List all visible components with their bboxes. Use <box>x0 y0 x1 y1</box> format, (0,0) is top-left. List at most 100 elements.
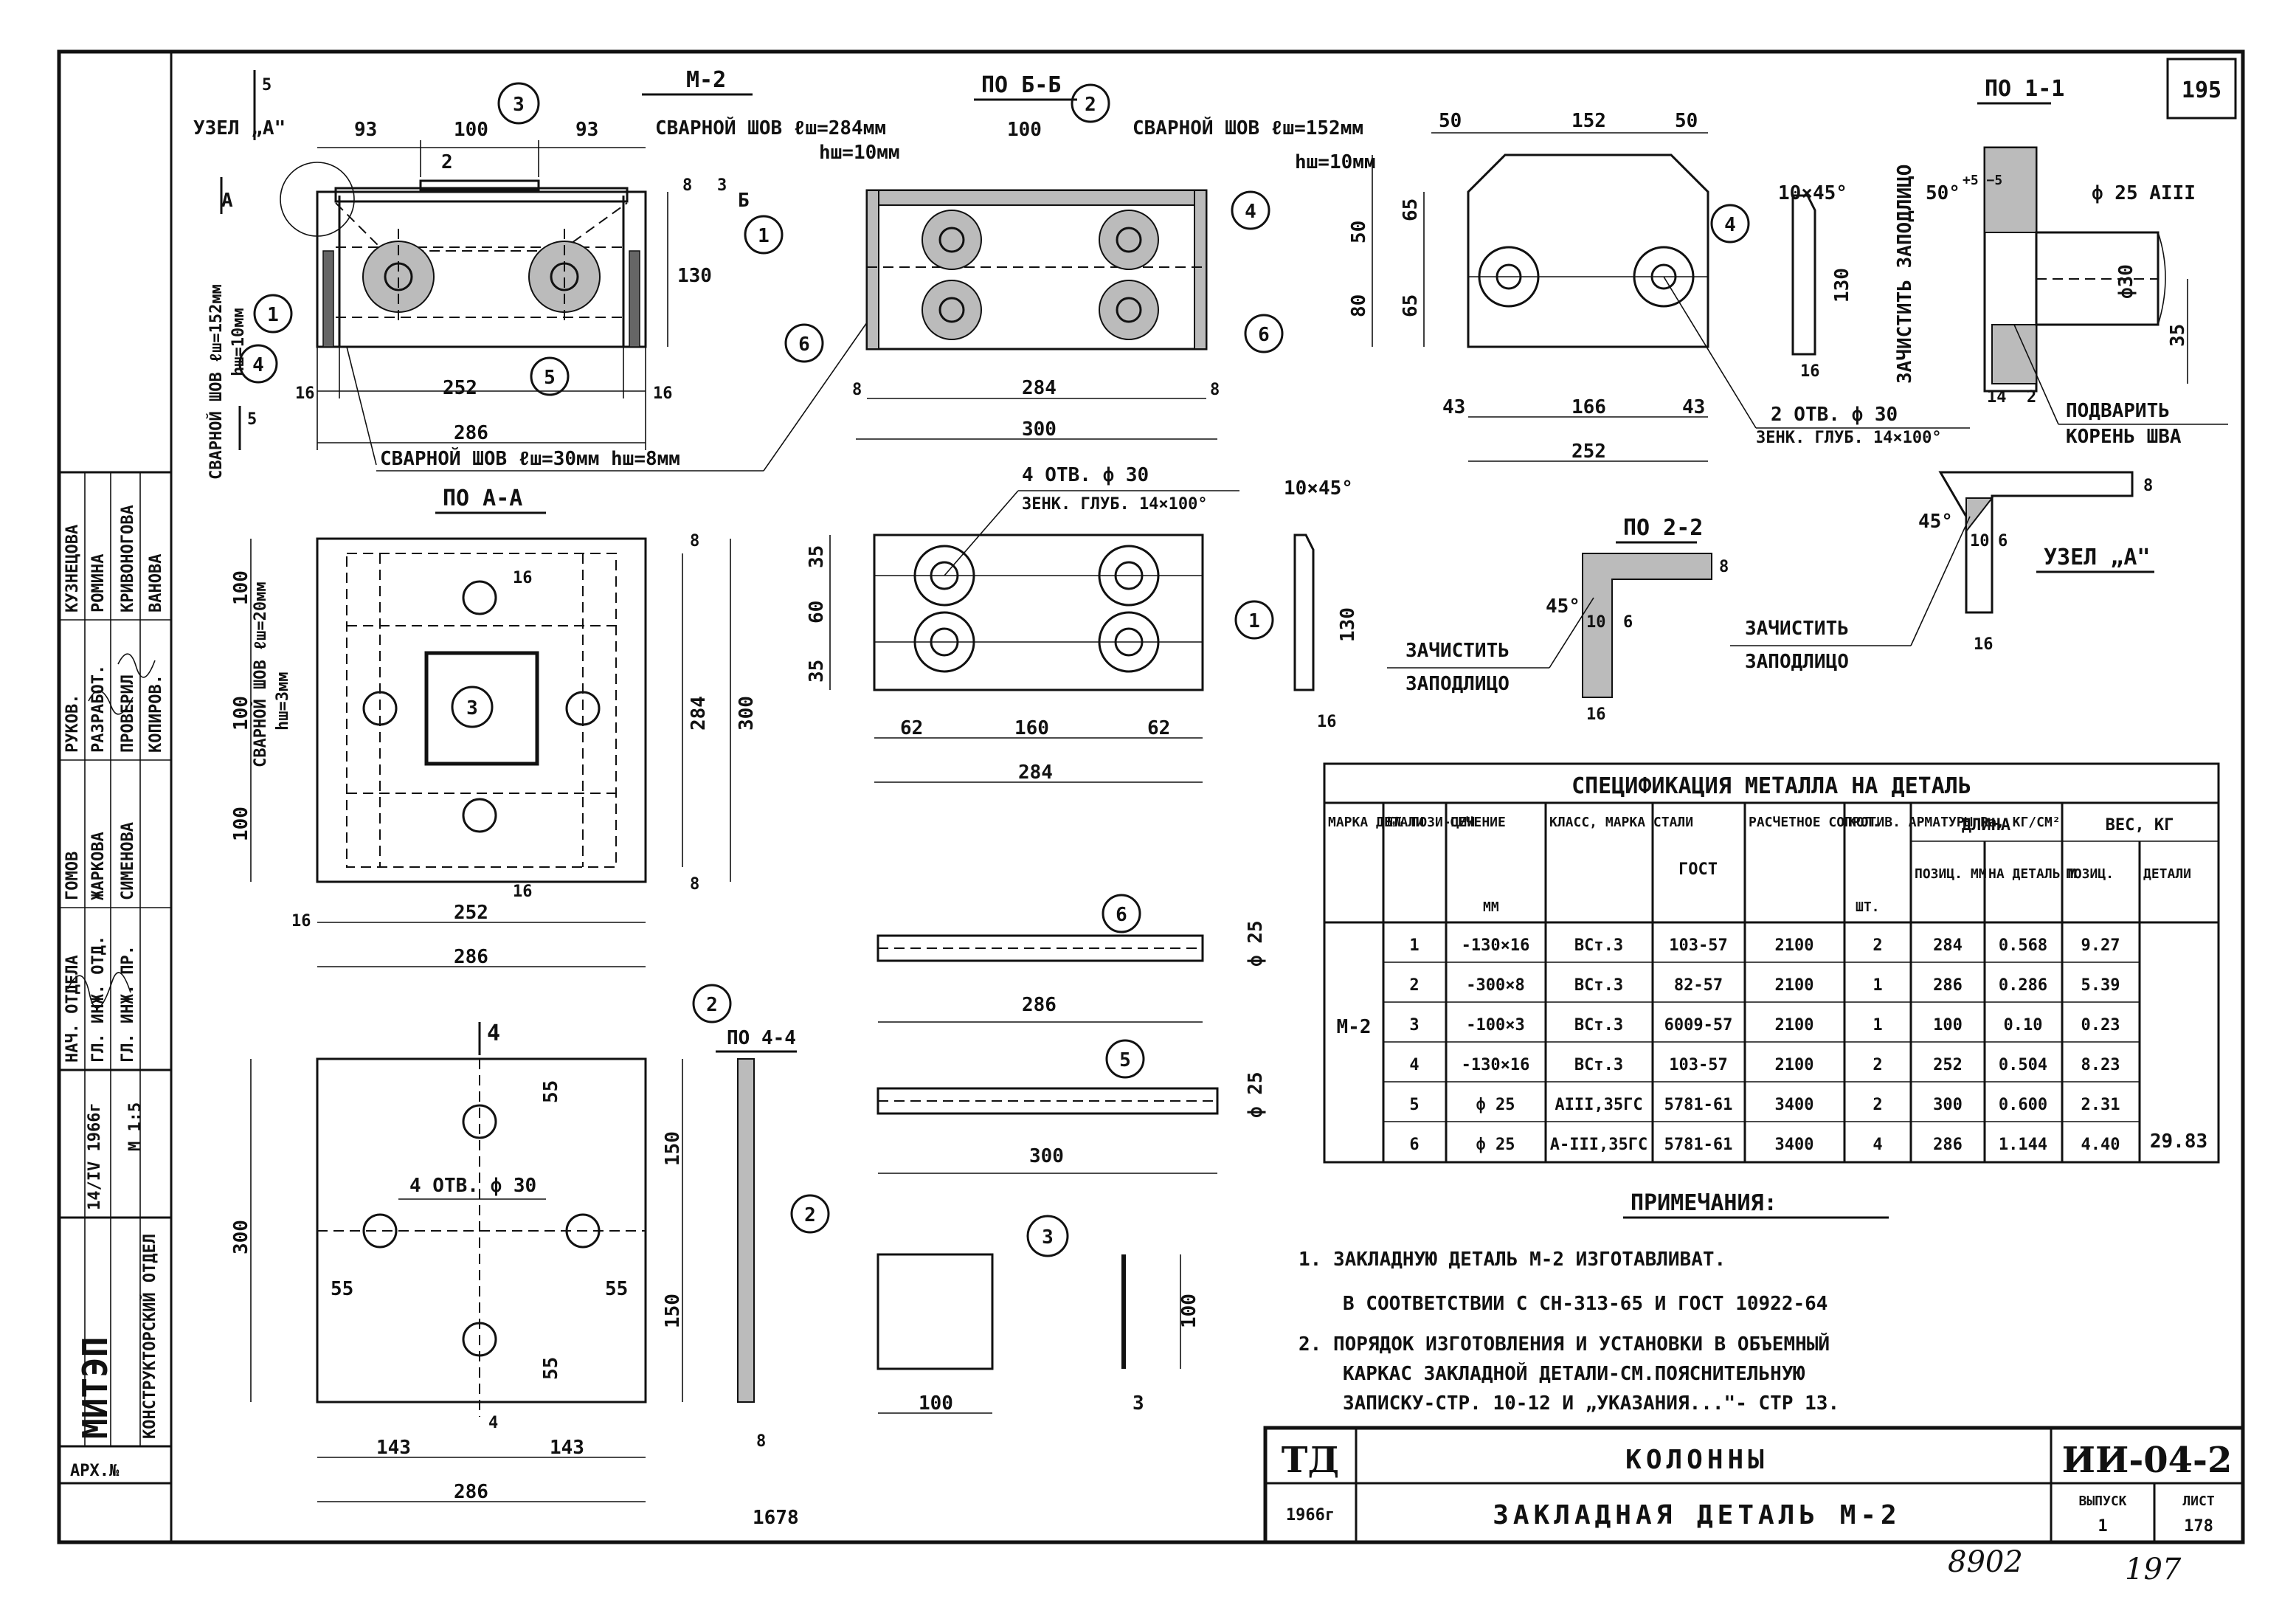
view-b6-title: ПО Б-Б <box>981 72 1061 98</box>
callout-6b: 6 <box>1258 324 1270 346</box>
weld-b6-h: hш=10мм <box>1295 151 1376 173</box>
spec-cell-len: 286 <box>1933 1136 1963 1154</box>
spec-cell-qty: 2 <box>1873 936 1882 955</box>
spec-cell-len: 284 <box>1933 936 1963 955</box>
dim-m2-93b: 93 <box>575 119 598 141</box>
dim-p2-55-top: 55 <box>540 1080 562 1103</box>
node-angle: 45° <box>1918 511 1953 533</box>
dim-aa-300: 300 <box>736 696 758 731</box>
dim-p4-252: 252 <box>1571 441 1606 463</box>
spec-cell-len_det: 0.286 <box>1999 976 2047 995</box>
spec-cell-w: 8.23 <box>2081 1056 2120 1074</box>
p4-countersink: ЗЕНК. ГЛУБ. 14×100° <box>1756 429 1942 447</box>
spec-cell-pos: 2 <box>1409 976 1419 995</box>
spec-cell-len_det: 0.10 <box>2004 1016 2043 1035</box>
dim-p4-far-50: 50 <box>1348 221 1370 244</box>
s22-note-1: ЗАЧИСТИТЬ <box>1405 640 1510 662</box>
spec-cell-section: -300×8 <box>1466 976 1524 995</box>
s11-hole: ф30 <box>2115 264 2137 299</box>
spec-cell-section: ф 25 <box>1476 1096 1515 1114</box>
s11-weld-note-1: ПОДВАРИТЬ <box>2066 400 2170 422</box>
dim-b6-300: 300 <box>1022 418 1057 441</box>
spec-cell-resist: 2100 <box>1775 936 1814 955</box>
node-note-1: ЗАЧИСТИТЬ <box>1745 618 1849 640</box>
view-p4: 50 152 50 50 80 65 65 43 166 43 252 2 ОТ… <box>1348 110 1970 463</box>
callout-2b: 2 <box>706 994 718 1016</box>
spec-h-gost: ГОСТ <box>1678 860 1718 879</box>
stamp-name-2: ЖАРКОВА <box>89 832 108 900</box>
spec-cell-len: 252 <box>1933 1056 1963 1074</box>
p4-chamfer: 10×45° <box>1778 182 1847 204</box>
dim-p2-143b: 143 <box>550 1437 584 1459</box>
s22-angle: 45° <box>1546 595 1580 618</box>
dim-p3-3: 3 <box>1133 1392 1144 1415</box>
dim-p2-55-bot: 55 <box>540 1357 562 1380</box>
p1-chamfer: 10×45° <box>1284 477 1353 500</box>
p4-holes: 2 ОТВ. ф 30 <box>1771 404 1898 426</box>
spec-cell-pos: 5 <box>1409 1096 1419 1114</box>
view-s11: ПО 1-1 50° +5 −5 ф 25 АIII ф30 35 14 2 З… <box>1894 76 2228 448</box>
title-block: ТД 1966г КОЛОННЫ ЗАКЛАДНАЯ ДЕТАЛЬ М-2 ИИ… <box>1263 1426 2245 1544</box>
dim-p4-166: 166 <box>1571 396 1606 418</box>
spec-h-qty: КОЛ. <box>1848 815 1880 830</box>
dim-p3-100b: 100 <box>1178 1294 1200 1328</box>
dim-s11-14: 14 <box>1987 388 2007 407</box>
dim-p2-4: 4 <box>488 1414 498 1432</box>
spec-cell-w: 4.40 <box>2081 1136 2120 1154</box>
stamp-scale: М 1:5 <box>126 1102 145 1151</box>
side-stamp: НАЧ. ОТДЕЛА ГЛ. ИНЖ. ОТД. ГЛ. ИНЖ. ПР. Г… <box>59 471 171 1485</box>
stamp-dept: КОНСТРУКТОРСКИЙ ОТДЕЛ <box>140 1234 159 1439</box>
stamp-role-1: НАЧ. ОТДЕЛА <box>63 955 82 1063</box>
section-5-mark: 5 <box>262 76 272 94</box>
node-note-2: ЗАПОДЛИЦО <box>1745 651 1849 673</box>
dim-p4-far-80: 80 <box>1348 294 1370 317</box>
spec-cell-steel: ВСт.3 <box>1574 936 1623 955</box>
s22-note-2: ЗАПОДЛИЦО <box>1405 673 1510 695</box>
dim-b6-284: 284 <box>1022 377 1057 399</box>
spec-cell-len_det: 1.144 <box>1999 1136 2047 1154</box>
dim-p1-16: 16 <box>1317 713 1337 731</box>
dim-p2-143a: 143 <box>376 1437 411 1459</box>
title-category: КОЛОННЫ <box>1625 1445 1768 1475</box>
spec-total: 29.83 <box>2150 1130 2207 1153</box>
dim-m2-2: 2 <box>441 151 453 173</box>
view-p1: 4 ОТВ. ф 30 ЗЕНК. ГЛУБ. 14×100° 35 60 35… <box>806 464 1359 784</box>
spec-cell-steel: ВСт.3 <box>1574 1056 1623 1074</box>
dim-p4-130: 130 <box>1831 268 1853 303</box>
weld-top-h: hш=10мм <box>819 142 900 164</box>
weld-bottom-note: СВАРНОЙ ШОВ ℓш=30мм hш=8мм <box>380 446 680 470</box>
handwritten-number-a: 8902 <box>1948 1545 2023 1579</box>
spec-h-w-det: ДЕТАЛИ <box>2143 866 2191 882</box>
spec-h-resist: РАСЧЕТНОЕ СОПРОТИВ. АРМАТУРЫ Rа, КГ/СМ² <box>1749 815 2061 830</box>
dim-p4-50a: 50 <box>1439 110 1462 132</box>
weld-aa-note: СВАРНОЙ ШОВ ℓш=20мм <box>251 581 270 767</box>
stamp-arch: АРХ.№ <box>70 1462 120 1480</box>
dim-p1-60: 60 <box>806 601 828 624</box>
stamp-role-3: ГЛ. ИНЖ. ПР. <box>119 945 137 1063</box>
dim-b6-8b: 8 <box>1210 381 1220 399</box>
callout-5b: 5 <box>1119 1049 1131 1071</box>
spec-cell-qty: 2 <box>1873 1096 1882 1114</box>
dim-p1-160: 160 <box>1014 717 1049 739</box>
stamp-role-7: КОПИРОВ. <box>147 674 165 753</box>
notes: ПРИМЕЧАНИЯ: 1. ЗАКЛАДНУЮ ДЕТАЛЬ М-2 ИЗГО… <box>1299 1190 1889 1415</box>
dim-s44-8: 8 <box>756 1432 766 1451</box>
spec-h-w-pos: ПОЗИЦ. <box>2066 866 2114 882</box>
p1-holes: 4 ОТВ. ф 30 <box>1022 464 1149 486</box>
dim-aa-8: 8 <box>690 532 699 550</box>
spec-cell-pos: 3 <box>1409 1016 1419 1035</box>
title-release-value: 1 <box>2098 1517 2107 1536</box>
dim-b6-8a: 8 <box>852 381 862 399</box>
callout-5a: 5 <box>544 367 556 389</box>
dim-p2-150b: 150 <box>662 1294 684 1328</box>
weld-b6-note: СВАРНОЙ ШОВ ℓш=152мм <box>1133 116 1363 139</box>
section-b-mark: Б <box>738 190 750 212</box>
stamp-org: МИТЭП <box>75 1337 115 1439</box>
dim-s22-10: 10 <box>1586 613 1606 632</box>
dim-m2-3: 3 <box>717 176 727 195</box>
spec-table: СПЕЦИФИКАЦИЯ МЕТАЛЛА НА ДЕТАЛЬ МАРКА ДЕТ… <box>1323 762 2220 1164</box>
dim-b6-100: 100 <box>1007 119 1042 141</box>
dim-p4-43a: 43 <box>1442 396 1465 418</box>
dim-p2-300: 300 <box>230 1220 252 1254</box>
